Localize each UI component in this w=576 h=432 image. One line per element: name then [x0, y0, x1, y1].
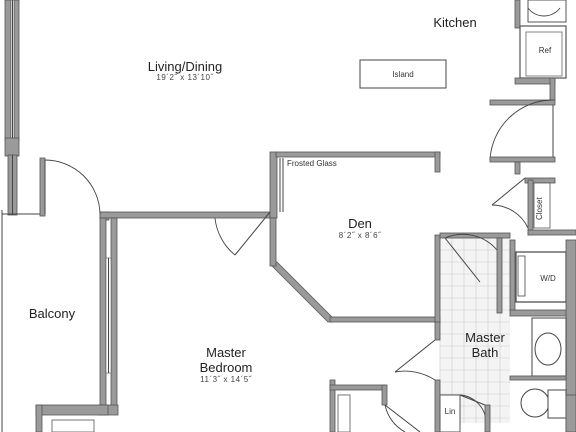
den-dimensions: 8´2˝ x 8´6˝ — [339, 231, 382, 240]
frosted-glass-label: Frosted Glass — [287, 159, 337, 168]
entry-door — [489, 99, 556, 163]
living-dining-dimensions: 19´2˝ x 13´10˝ — [156, 73, 214, 82]
living-dining-label: Living/Dining — [148, 59, 222, 74]
ref-label: Ref — [539, 46, 552, 55]
washer-dryer — [509, 239, 567, 313]
left-exterior-wall — [4, 0, 20, 216]
kitchen-label: Kitchen — [433, 15, 476, 30]
kitchen-island — [359, 59, 447, 89]
master-bedroom-label-line1: Master — [206, 345, 246, 360]
kitchen-right — [489, 0, 567, 106]
bottom-left-block — [35, 404, 109, 432]
wd-label: W/D — [540, 274, 556, 283]
balcony-door-wall — [39, 157, 271, 221]
master-bath-label-line1: Master — [465, 330, 505, 345]
den-label: Den — [348, 216, 372, 231]
entry-closet — [491, 161, 576, 236]
bedroom-closet — [329, 379, 421, 432]
island-label: Island — [392, 70, 413, 79]
bedroom-door — [214, 211, 271, 256]
closet-label: Closet — [535, 197, 544, 220]
bedroom-window-wall — [97, 217, 119, 416]
bath-fixtures — [509, 317, 576, 432]
master-bedroom-dimensions: 11´3˝ x 14´5˝ — [200, 375, 253, 384]
master-bath-label-line2: Bath — [472, 345, 499, 360]
linen-label: Lin — [445, 407, 456, 416]
balcony-label: Balcony — [29, 306, 76, 321]
master-bedroom-label-line2: Bedroom — [200, 360, 253, 375]
bath-top-door — [444, 233, 503, 314]
linen-closet — [439, 394, 491, 432]
balcony-door — [44, 159, 101, 215]
den-walls — [269, 151, 441, 324]
